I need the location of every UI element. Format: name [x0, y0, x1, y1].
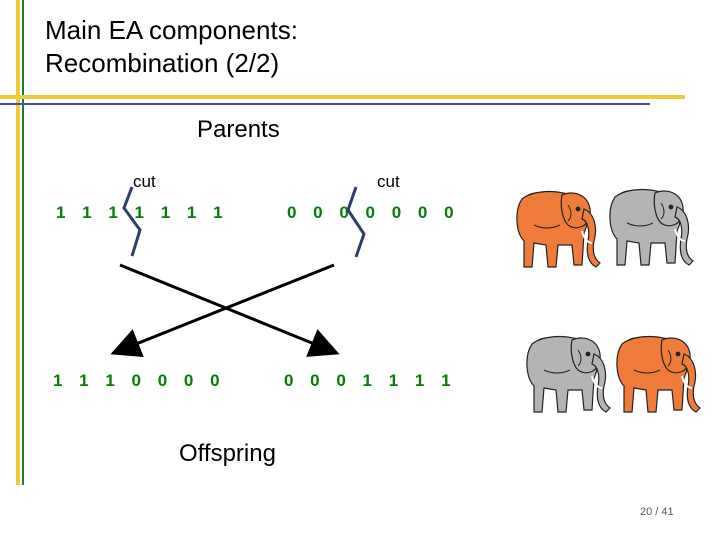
right-cut-mark	[346, 186, 366, 258]
right-cut-label: cut	[377, 172, 400, 191]
left-cut-label: cut	[133, 172, 156, 191]
page-number: 20 / 41	[640, 506, 674, 518]
parent-left-bits: 1 1 1 1 1 1 1	[56, 203, 229, 222]
offspring-heading: Offspring	[179, 440, 276, 467]
elephant-icon	[525, 335, 611, 413]
offspring-right-bits: 0 0 0 1 1 1 1	[284, 371, 457, 390]
parents-heading: Parents	[197, 116, 280, 143]
offspring-left-bits: 1 1 1 0 0 0 0	[53, 371, 226, 390]
title-line-1: Main EA components:	[45, 15, 298, 45]
elephant-icon	[515, 190, 601, 268]
left-cut-mark	[122, 186, 142, 257]
title-line-2: Recombination (2/2)	[45, 48, 280, 78]
arrow-to-left-offspring	[110, 263, 335, 358]
slide-title: Main EA components: Recombination (2/2)	[45, 14, 298, 80]
parent-right-bits: 0 0 0 0 0 0 0	[287, 203, 460, 222]
elephant-icon	[608, 188, 694, 266]
elephant-icon	[615, 335, 701, 413]
